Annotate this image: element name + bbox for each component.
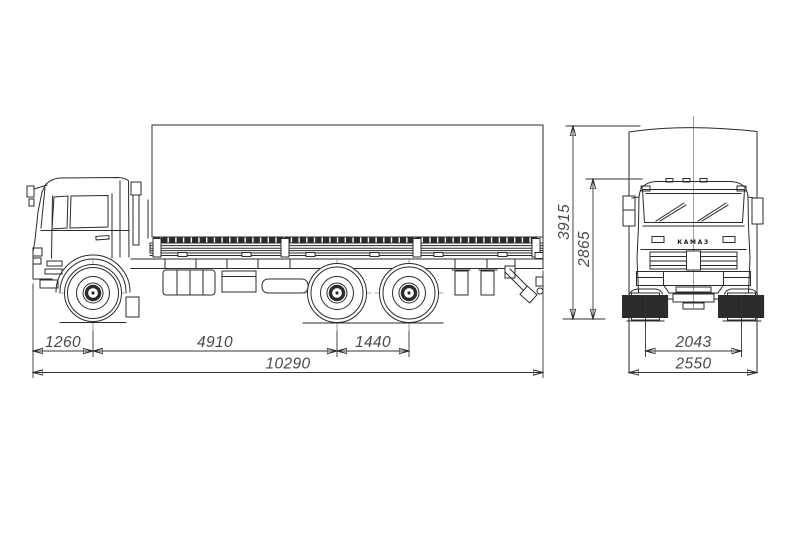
wiper-left (655, 202, 687, 222)
grille-emblem (686, 250, 701, 271)
dim-track-label: 2043 (674, 334, 711, 351)
front-view: КАМАЗ (556, 115, 765, 374)
cargo-box-side (147, 124, 544, 243)
mirror-right (751, 197, 764, 225)
dimensions-side: 1260 4910 1440 10290 (33, 270, 543, 378)
rear-wheel-rear (374, 258, 444, 331)
dim-front-overhang-label: 1260 (45, 334, 81, 351)
dim-cab-height-label: 2865 (576, 231, 593, 268)
mirror-side (26, 185, 35, 198)
dim-wheelbase-label: 4910 (197, 334, 233, 351)
cab-side (26, 176, 142, 293)
cab-front: КАМАЗ (622, 178, 764, 310)
ground-line-side (59, 322, 444, 324)
dimensions-front: 2043 2550 3915 2865 (556, 126, 757, 373)
dim-overall-width-label: 2550 (674, 356, 711, 373)
air-intake (130, 181, 142, 196)
front-fender-arch (55, 254, 131, 293)
wiper-right (697, 202, 729, 222)
cargo-box-front (628, 115, 758, 374)
headlight-left (636, 271, 664, 286)
side-view: 1260 4910 1440 10290 (26, 124, 544, 378)
headlight-side (32, 247, 43, 257)
dim-rear-bogie-label: 1440 (355, 334, 391, 351)
rear-wheel-front (302, 258, 372, 331)
mirror-left (622, 195, 636, 227)
wheels-front-view (622, 292, 765, 322)
bumper-step (663, 285, 724, 294)
windshield (641, 189, 746, 223)
kamaz-badge: КАМАЗ (677, 239, 709, 246)
headlight-right (723, 271, 751, 286)
dim-overall-height-label: 3915 (556, 204, 573, 240)
front-wheel (58, 258, 128, 331)
underbody-equipment (125, 265, 544, 318)
dim-overall-length-label: 10290 (265, 356, 310, 373)
